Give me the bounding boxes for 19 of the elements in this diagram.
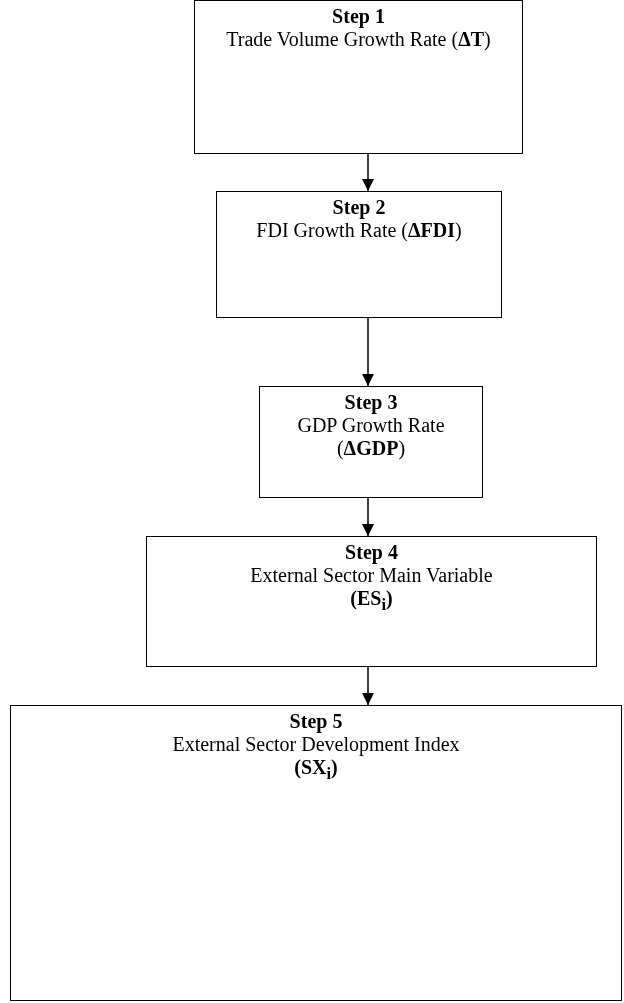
step-description: External Sector Development Index (SX$_{i}$): [171, 733, 461, 785]
process-box: [216, 191, 502, 318]
step-description: Trade Volume Growth Rate (ΔT): [225, 28, 492, 51]
step-description: FDI Growth Rate (ΔFDI): [255, 219, 463, 242]
arrow: [362, 497, 374, 537]
step-heading: Step 5: [288, 710, 344, 733]
arrow: [362, 666, 374, 706]
step-heading: Step 1: [331, 5, 386, 28]
step-heading: Step 4: [344, 541, 399, 564]
process-box: [10, 705, 622, 1001]
process-box: [194, 0, 523, 154]
arrow: [362, 317, 374, 387]
process-box: [146, 536, 597, 667]
step-description: GDP Growth Rate (ΔGDP): [296, 414, 446, 460]
step-heading: Step 2: [331, 196, 387, 219]
step-description: External Sector Main Variable (ES$_{i}$): [249, 564, 494, 616]
arrow: [362, 153, 374, 192]
step-heading: Step 3: [343, 391, 399, 414]
process-box: [259, 386, 483, 498]
